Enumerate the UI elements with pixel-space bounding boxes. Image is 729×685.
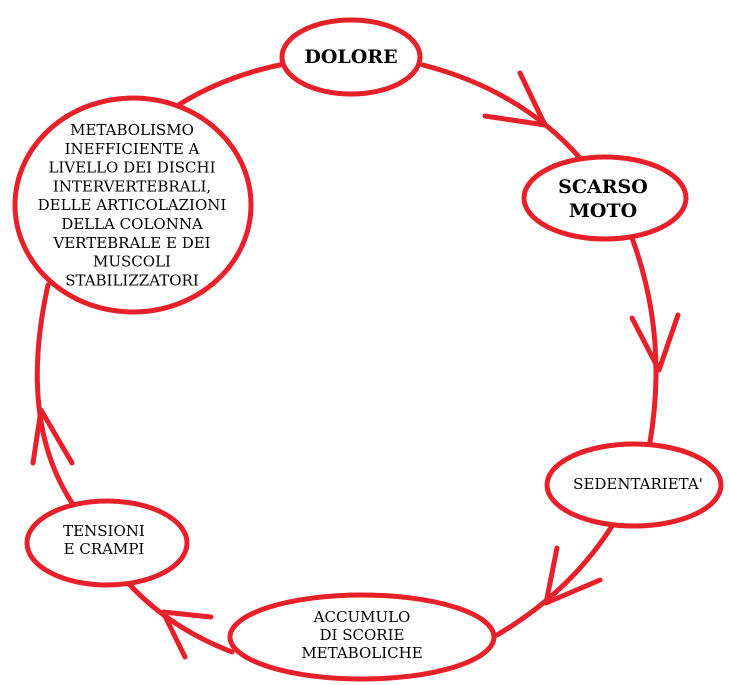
edge-scarso-moto-to-sedentarieta bbox=[629, 235, 659, 445]
node-accumulo-label-line: METABOLICHE bbox=[301, 644, 422, 662]
node-tensioni-label-line: E CRAMPI bbox=[64, 540, 145, 558]
node-tensioni-ellipse bbox=[24, 498, 190, 588]
node-accumulo-label-line: DI SCORIE bbox=[320, 626, 405, 644]
arrowhead-1 bbox=[482, 70, 548, 128]
node-metabolismo-ellipse bbox=[12, 95, 254, 315]
node-accumulo-label-line: ACCUMULO bbox=[313, 608, 411, 626]
node-tensioni-label-line: TENSIONI bbox=[63, 522, 145, 540]
arrowhead-4 bbox=[160, 609, 214, 660]
node-metabolismo-label-line: DELLA COLONNA bbox=[61, 215, 203, 233]
node-metabolismo-label-line: STABILIZZATORI bbox=[65, 271, 199, 289]
node-metabolismo-label-line: INTERVERTEBRALI, bbox=[53, 177, 211, 195]
edge-metabolismo-to-dolore bbox=[177, 61, 287, 107]
node-metabolismo-label-line: MUSCOLI bbox=[93, 253, 171, 271]
node-metabolismo-label-line: LIVELLO DEI DISCHI bbox=[48, 159, 215, 177]
node-metabolismo-label-line: DELLE ARTICOLAZIONI bbox=[38, 196, 227, 214]
edges bbox=[30, 61, 681, 660]
node-dolore-ellipse bbox=[279, 17, 423, 97]
node-metabolismo-label-line: METABOLISMO bbox=[70, 121, 194, 139]
node-scarso-moto-label-line: SCARSO bbox=[558, 176, 648, 198]
arrowhead-3 bbox=[543, 545, 603, 606]
node-sedentarieta: SEDENTARIETA' bbox=[544, 441, 724, 529]
node-accumulo-ellipse bbox=[227, 592, 497, 682]
node-metabolismo-label-line: VERTEBRALE E DEI bbox=[52, 234, 210, 252]
edge-dolore-to-scarso-moto bbox=[420, 62, 583, 161]
arrowhead-2 bbox=[629, 312, 681, 373]
node-scarso-moto-ellipse bbox=[521, 154, 689, 242]
node-dolore-label-line: DOLORE bbox=[304, 46, 397, 68]
arrowhead-5 bbox=[30, 407, 75, 466]
edge-sedentarieta-to-accumulo bbox=[494, 523, 615, 638]
node-sedentarieta-label-line: SEDENTARIETA' bbox=[573, 475, 703, 493]
node-dolore: DOLORE bbox=[279, 17, 423, 97]
node-sedentarieta-ellipse bbox=[544, 441, 724, 529]
edge-tensioni-to-metabolismo bbox=[34, 282, 75, 506]
edge-accumulo-to-tensioni bbox=[127, 582, 235, 655]
node-metabolismo-label-line: INEFFICIENTE A bbox=[65, 140, 200, 158]
node-scarso-moto-label-line: MOTO bbox=[569, 200, 637, 222]
